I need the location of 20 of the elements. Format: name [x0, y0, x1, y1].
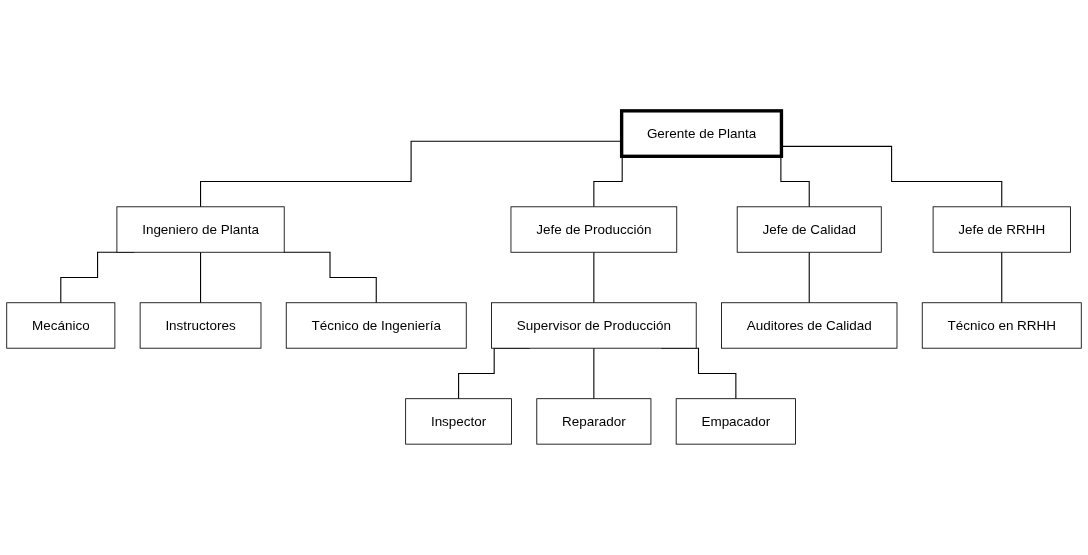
node-box: Mecánico	[6, 302, 116, 349]
node-box: Jefe de RRHH	[932, 206, 1071, 253]
node-box: Jefe de Producción	[510, 206, 678, 253]
node-box: Técnico en RRHH	[921, 302, 1082, 349]
node-box: Jefe de Calidad	[736, 206, 882, 253]
node-box: Supervisor de Producción	[491, 302, 697, 349]
node-box: Ingeniero de Planta	[116, 206, 285, 253]
node-box: Instructores	[139, 302, 262, 349]
node-box: Gerente de Planta	[619, 109, 784, 158]
connector	[808, 251, 810, 304]
node-box: Empacador	[675, 398, 796, 445]
connector	[283, 251, 377, 304]
connector	[593, 347, 595, 400]
connector	[1001, 251, 1003, 304]
connector	[200, 251, 202, 304]
node-box: Auditores de Calidad	[721, 302, 898, 349]
connector	[593, 251, 595, 304]
node-box: Inspector	[405, 398, 512, 445]
node-box: Reparador	[536, 398, 652, 445]
node-box: Técnico de Ingeniería	[285, 302, 467, 349]
